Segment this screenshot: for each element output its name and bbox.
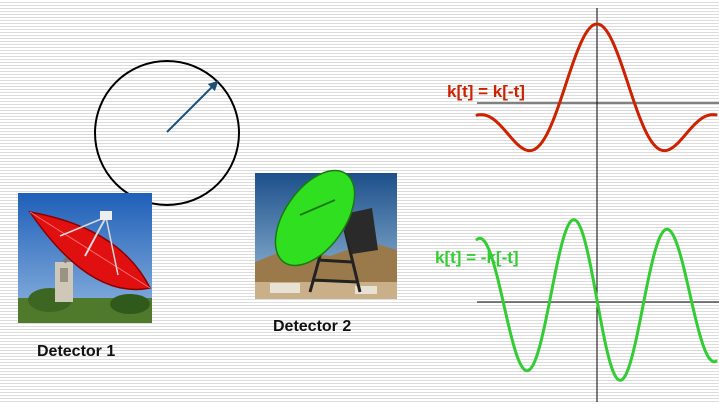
rotation-vector-arrow <box>166 80 219 133</box>
rotation-diagram <box>94 60 240 206</box>
even-equation-label: k[t] = k[-t] <box>447 82 525 101</box>
rotation-circle <box>94 60 240 206</box>
detector-1-label: Detector 1 <box>37 343 116 360</box>
odd-kernel-curve <box>475 218 718 382</box>
detector-1-image <box>18 193 152 323</box>
odd-equation-label: k[t] = -k[-t] <box>435 248 519 267</box>
even-kernel-curve <box>475 22 718 153</box>
detector-2-image <box>255 169 397 299</box>
detector-2-label: Detector 2 <box>273 318 352 335</box>
dish-green <box>274 169 356 267</box>
